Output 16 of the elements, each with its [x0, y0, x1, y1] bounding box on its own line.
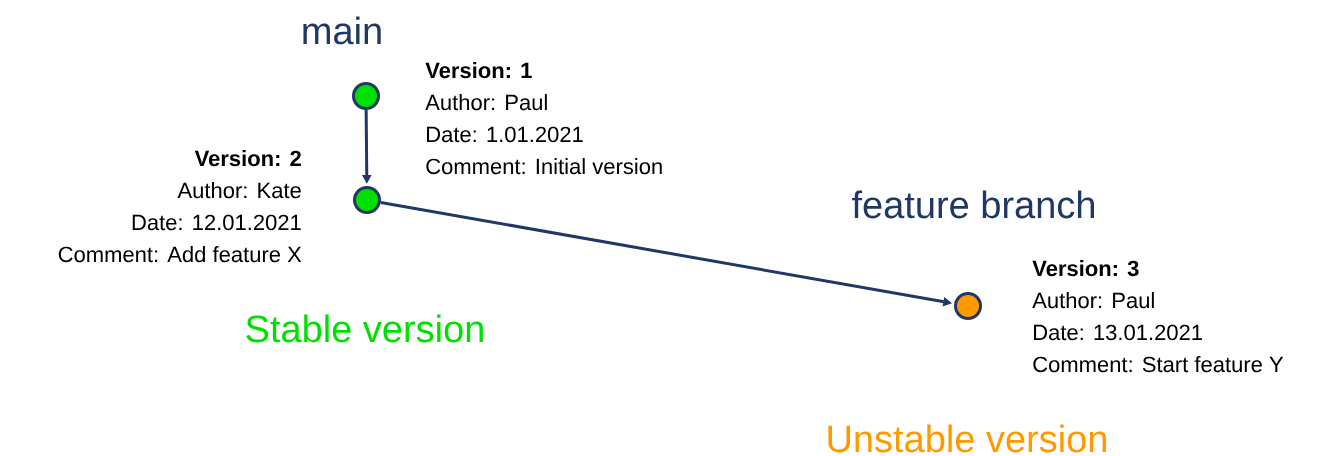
commit-detail: Date: 1.01.2021 — [427, 126, 583, 143]
commit-detail: Author: Kate — [177, 182, 301, 199]
version-heading: Version: 3 — [1032, 260, 1139, 277]
commit-detail: Comment: Add feature X — [58, 246, 302, 263]
commit-circle — [352, 82, 380, 110]
version-heading: Version: 2 — [194, 150, 301, 167]
commit-detail: Author: Paul — [425, 94, 547, 111]
branch-label: Unstable version — [828, 424, 1106, 453]
commit-detail: Comment: Start feature Y — [1033, 356, 1284, 373]
commit-detail: Author: Paul — [1032, 292, 1154, 309]
version-heading: Version: 1 — [425, 62, 532, 79]
commit-detail: Date: 12.01.2021 — [132, 214, 301, 231]
commit-circle — [954, 292, 982, 320]
commit-detail: Comment: Initial version — [426, 158, 662, 175]
commit-detail: Date: 13.01.2021 — [1034, 324, 1202, 341]
commit-circle — [353, 186, 381, 214]
